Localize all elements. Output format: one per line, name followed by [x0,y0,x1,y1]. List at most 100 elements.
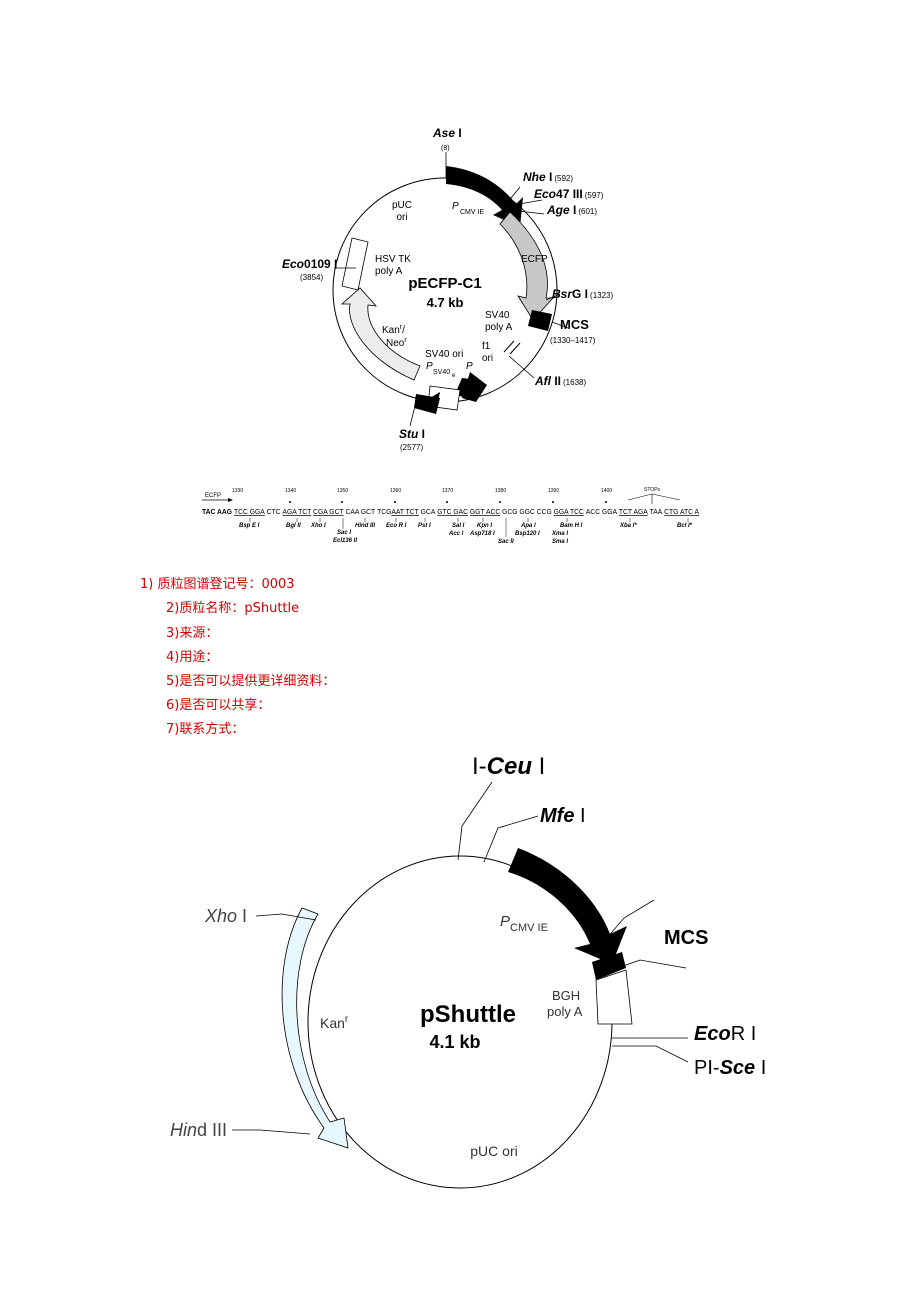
site-eco47: Eco47 III(597) [534,187,604,201]
svg-text:Ecl136 II: Ecl136 II [333,538,357,544]
svg-text:Sal I: Sal I [452,523,465,529]
svg-text:Xho I: Xho I [310,523,326,529]
pcmv-arrow-2 [508,848,627,964]
svg-text:Sma I: Sma I [552,539,568,545]
kan-label-2: Kanr [320,1014,349,1031]
hsv-label-2: poly A [375,266,403,277]
site-aflii: Afl II(1638) [534,374,586,388]
site-mcs: MCS [560,317,589,332]
info-item-share: 6)是否可以共享： [166,698,271,713]
mcs-sequence: ECFP 1330 1340 1350 1360 1370 1380 1390 … [202,487,699,545]
map2-name: pShuttle [420,1001,516,1028]
pshuttle-map: pShuttle 4.1 kb PCMV IE Kanr BGH poly A … [170,753,766,1189]
puc-ori-label-1: pUC [392,200,412,211]
map1-size: 4.7 kb [427,295,464,310]
info-item-usage: 4)用途： [166,650,219,665]
site-stui-pos: (2577) [400,443,423,452]
svg-text:Bsp120 I: Bsp120 I [515,531,540,537]
pecfp-c1-map: pECFP-C1 4.7 kb P CMV IE pUC ori HSV TK … [282,126,613,452]
seq-ticks: 1330 1340 1350 1360 1370 1380 1390 1400 [232,488,612,494]
psv40-label: P [426,361,433,372]
puc-ori-label-2: pUC ori [470,1143,517,1159]
svg-text:1380: 1380 [495,488,506,494]
site-asei: Ase I [432,126,462,140]
svg-text:Eco R I: Eco R I [386,523,407,529]
ecfp-arrow [499,211,554,321]
hsv-tk-box [341,237,369,291]
sv40-ori-label: SV40 ori [425,349,463,360]
site-bsrgi: BsrG I(1323) [552,287,613,301]
svg-text:Xba I*: Xba I* [619,523,637,529]
pcmv-label-2: PCMV IE [500,913,548,934]
info-item-contact: 7)联系方式： [166,722,245,737]
svg-text:1360: 1360 [390,488,401,494]
map1-name: pECFP-C1 [408,275,481,292]
seq-enzymes: Bsp E I Bgl II Xho I Sac I Ecl136 II Hin… [239,523,693,545]
info-item-source: 3)来源： [166,626,219,641]
svg-text:Xma I: Xma I [551,531,568,537]
svg-text:1390: 1390 [548,488,559,494]
mcs-label-2: MCS [664,927,708,949]
site-stui: Stu I [399,427,425,441]
sv40-polya-1: SV40 [485,310,510,321]
bgh-box [595,969,633,1025]
site-mcs-pos: (1330–1417) [550,336,596,345]
f1-ori-1: f1 [482,341,491,352]
site-ecori: EcoR I [694,1023,756,1045]
svg-text:1400: 1400 [601,488,612,494]
svg-text:Apa I: Apa I [520,523,536,529]
svg-text:Bsp E I: Bsp E I [239,523,260,529]
mcs-block-2 [592,952,626,980]
hsv-label-1: HSV TK [375,254,411,265]
site-eco0109-pos: (3854) [300,273,323,282]
svg-text:Bcl I*: Bcl I* [677,523,693,529]
info-item-name: 2)质粒名称：pShuttle [166,601,300,616]
site-xhoi: Xho I [204,906,247,926]
site-hindiii: Hind III [170,1120,227,1140]
site-pscei: PI-Sce I [694,1057,766,1079]
svg-text:Hind III: Hind III [355,523,375,529]
svg-text:Sac I: Sac I [337,530,351,536]
site-nhei: Nhe I(592) [523,170,573,184]
bgh-label-1: BGH [552,988,580,1003]
svg-text:Pst I: Pst I [418,523,431,529]
svg-text:Asp718 I: Asp718 I [469,531,495,537]
map2-size: 4.1 kb [429,1032,480,1052]
seq-stops: STOPs [644,487,661,493]
p-label: P [466,361,473,372]
svg-text:Acc I: Acc I [448,531,464,537]
pcmv-sub: CMV IE [460,209,484,216]
svg-text:Kpn I: Kpn I [477,523,492,529]
sv40-polya-2: poly A [485,322,513,333]
pcmv-arrow [446,166,523,227]
kan-label: Kanr/ [382,324,405,336]
kan-arrow [281,907,349,1149]
bgh-label-2: poly A [547,1004,583,1019]
svg-text:1340: 1340 [285,488,296,494]
psv40-subsub: e [452,373,456,379]
svg-text:Sac II: Sac II [498,539,514,545]
site-agei: Age I(601) [546,203,597,217]
pcmv-label: P [452,201,459,212]
f1-ori-2: ori [482,353,493,364]
psv40-sub: SV40 [433,369,450,376]
site-iceui: I-Ceu I [472,753,545,780]
seq-codons: TAC AAG TCC GGA CTC AGA TCT CGA GCT CAA … [202,507,699,516]
site-eco0109: Eco0109 I [282,257,337,271]
svg-text:1370: 1370 [442,488,453,494]
info-item-registry: 1) 质粒图谱登记号：0003 [140,577,295,592]
svg-text:1350: 1350 [337,488,348,494]
puc-ori-label-2: ori [396,212,407,223]
svg-text:Bgl II: Bgl II [286,523,301,529]
kan-neo-arrow [340,287,421,381]
svg-text:Bam H I: Bam H I [560,523,583,529]
plasmid-info-list: 1) 质粒图谱登记号：0003 2)质粒名称：pShuttle 3)来源： 4)… [0,570,920,740]
neo-label: Neor [386,337,407,349]
site-mfei: Mfe I [540,805,586,827]
ecfp-label: ECFP [521,254,548,265]
mcs-block [528,310,552,331]
site-asei-pos: (8) [441,145,450,152]
svg-text:1330: 1330 [232,488,243,494]
seq-ecfp-label: ECFP [205,493,221,499]
info-item-details: 5)是否可以提供更详细资料： [166,674,336,689]
